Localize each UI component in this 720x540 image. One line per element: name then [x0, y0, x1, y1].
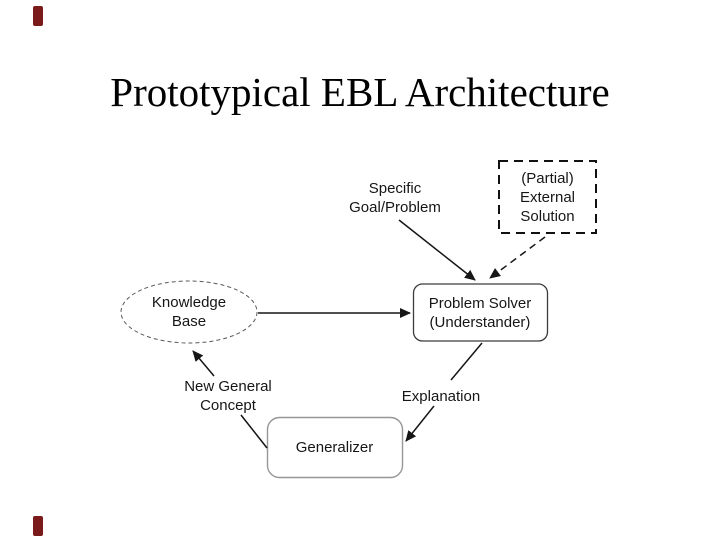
- explanation-label: Explanation: [376, 387, 506, 406]
- problem-solver-label-line1: Problem Solver: [428, 294, 532, 312]
- knowledge-base-label: Knowledge Base: [121, 281, 257, 343]
- explanation-label-line1: Explanation: [401, 388, 481, 405]
- generalizer-label: Generalizer: [267, 417, 402, 477]
- arrow-external-solution-to-problem-solver: [489, 236, 546, 279]
- slide-title: Prototypical EBL Architecture: [110, 69, 610, 115]
- external-solution-node: [498, 160, 597, 234]
- new-general-concept-label-line2: Concept: [200, 397, 256, 414]
- arrow-explanation-to-generalizer: [405, 405, 435, 442]
- arrow-specific-goal-to-problem-solver: [398, 219, 476, 281]
- specific-goal-label: Specific Goal/Problem: [325, 179, 465, 217]
- external-solution-label-line1: (Partial): [521, 169, 574, 187]
- line-generalizer-to-new-general-concept: [240, 414, 268, 449]
- new-general-concept-label-line1: New General: [184, 378, 272, 395]
- specific-goal-label-line2: Goal/Problem: [349, 199, 441, 216]
- specific-goal-label-line1: Specific: [368, 180, 422, 197]
- slide-accent-mark-bottom: [33, 516, 43, 536]
- generalizer-label-line1: Generalizer: [295, 438, 374, 456]
- external-solution-label-line2: External: [519, 188, 576, 206]
- external-solution-label-line3: Solution: [520, 207, 575, 225]
- problem-solver-label: Problem Solver (Understander): [413, 284, 547, 341]
- arrow-new-general-concept-to-knowledge-base: [192, 350, 215, 377]
- external-solution-label: (Partial) External Solution: [499, 161, 596, 233]
- problem-solver-label-line2: (Understander): [429, 313, 531, 331]
- slide-accent-mark-top: [33, 6, 43, 26]
- line-problem-solver-to-explanation: [450, 342, 483, 381]
- new-general-concept-label: New General Concept: [163, 377, 293, 415]
- knowledge-base-node: [120, 280, 258, 344]
- knowledge-base-label-line2: Base: [171, 313, 207, 330]
- problem-solver-node: [412, 283, 549, 342]
- knowledge-base-label-line1: Knowledge: [151, 294, 227, 311]
